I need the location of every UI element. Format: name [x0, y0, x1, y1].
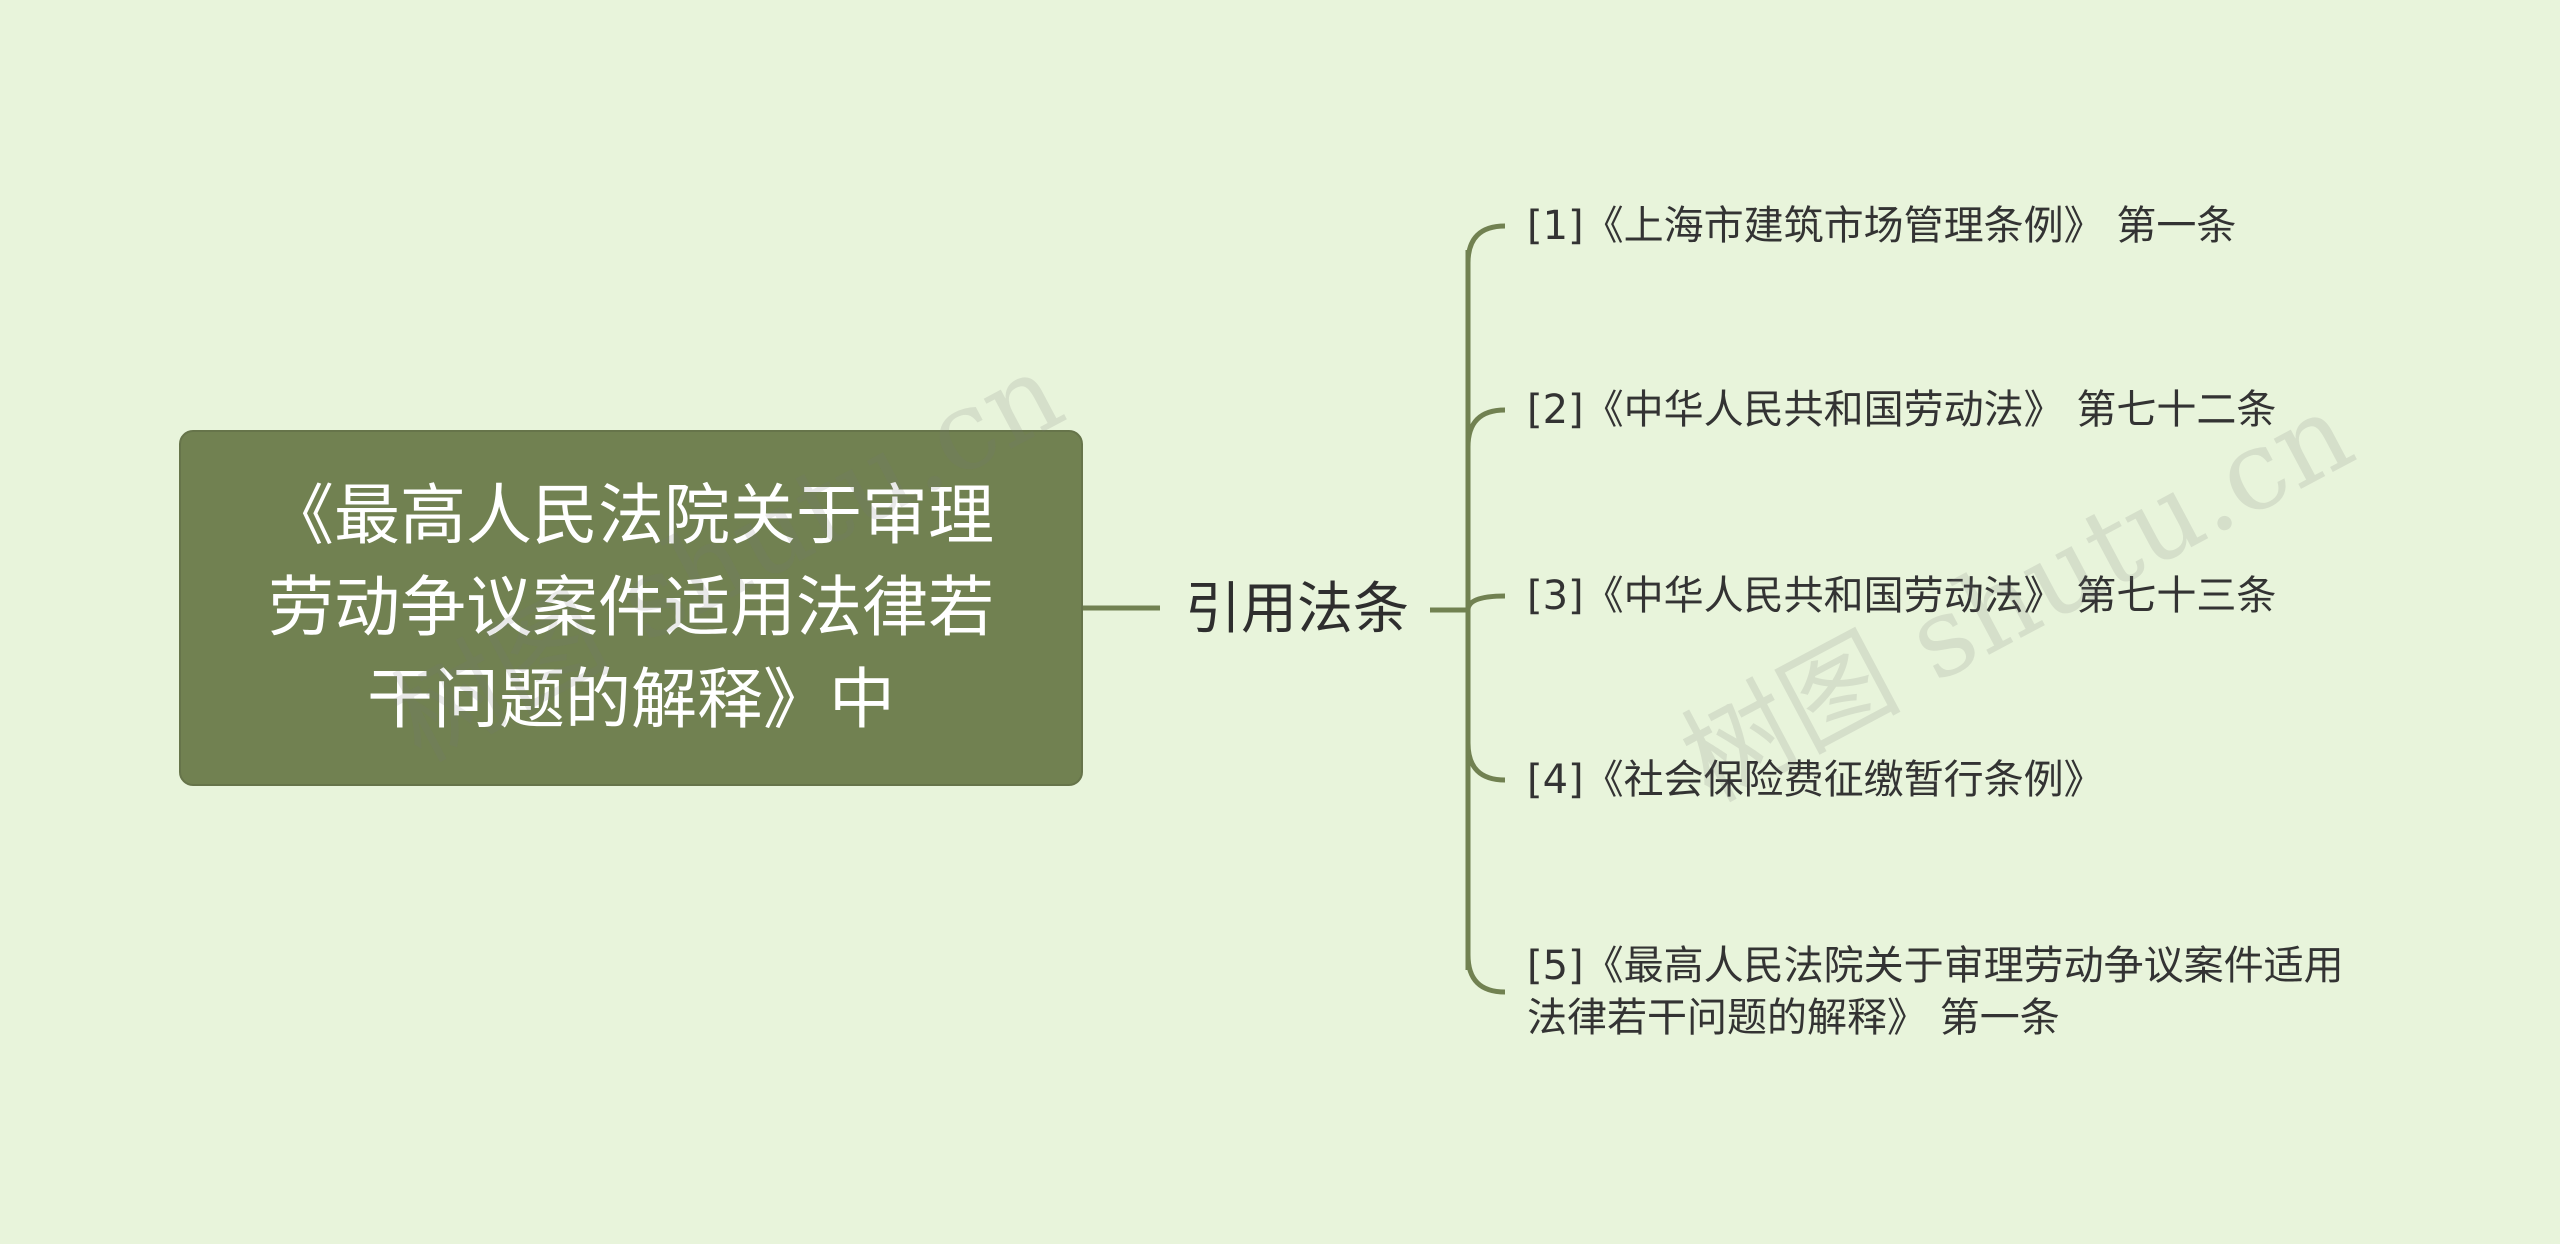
leaf-connector-1	[1465, 223, 1506, 264]
leaf-topic-2[interactable]: [2]《中华人民共和国劳动法》 第七十二条	[1527, 387, 2277, 433]
root-topic-text: 《最高人民法院关于审理 劳动争议案件适用法律若 干问题的解释》中	[268, 470, 994, 746]
leaf-connector-4	[1465, 742, 1506, 783]
root-topic-node[interactable]: 《最高人民法院关于审理 劳动争议案件适用法律若 干问题的解释》中	[179, 430, 1083, 786]
leaf-topic-5[interactable]: [5]《最高人民法院关于审理劳动争议案件适用法律若干问题的解释》 第一条	[1527, 943, 2344, 1041]
branch-topic-node[interactable]: 引用法条	[1185, 577, 1409, 642]
leaf-topic-3[interactable]: [3]《中华人民共和国劳动法》 第七十三条	[1527, 573, 2277, 619]
root-topic-line-1: 《最高人民法院关于审理	[268, 477, 994, 554]
leaf-topic-4[interactable]: [4]《社会保险费征缴暂行条例》	[1527, 757, 2104, 803]
leaf-topic-1[interactable]: [1]《上海市建筑市场管理条例》 第一条	[1527, 203, 2237, 249]
root-topic-line-2: 劳动争议案件适用法律若	[268, 569, 994, 646]
leaf-connector-3	[1465, 593, 1506, 611]
leaf-connector-2	[1465, 407, 1506, 448]
root-topic-line-3: 干问题的解释》中	[367, 661, 895, 738]
leaf-connector-5	[1465, 954, 1506, 995]
